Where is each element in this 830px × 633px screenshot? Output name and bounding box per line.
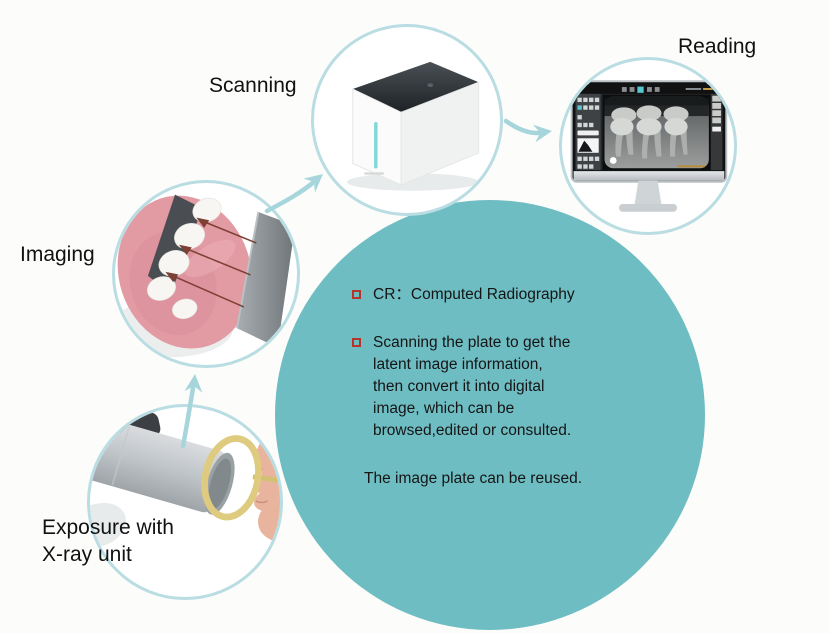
label-reading: Reading: [678, 35, 757, 58]
info-bullet1-text: CR：Computed Radiography: [373, 286, 575, 303]
scanning-step-circle: [311, 24, 503, 216]
aiming-ring: [201, 435, 262, 521]
scanner-top-face: [352, 61, 479, 113]
info-bullet-row-2: Scanning the plate to get the latent ima…: [352, 332, 612, 442]
scanner-illustration: [346, 61, 480, 191]
label-exposure: Exposure with X-ray unit: [42, 516, 174, 566]
info-note-text: The image plate can be reused.: [364, 470, 582, 487]
arrowhead-icon: [532, 124, 552, 143]
info-bullet-row-1: CR：Computed Radiography: [352, 284, 612, 306]
square-bullet-icon: [352, 290, 361, 299]
arrow-scanning-to-reading: [503, 118, 548, 136]
imaging-step-circle: [112, 180, 300, 368]
label-scanning: Scanning: [209, 74, 297, 97]
info-circle: [275, 200, 705, 630]
arrow-imaging-to-scanning: [264, 178, 318, 214]
xray-unit-illustration: [90, 410, 280, 548]
exposure-step-circle: [87, 404, 283, 600]
active-tool-icon: [637, 86, 644, 93]
arrowhead-icon: [184, 374, 203, 393]
scanner-button-icon: [427, 83, 434, 88]
teeth-row: [146, 197, 222, 320]
reading-step-circle: [559, 57, 737, 235]
scanner-led-strip-icon: [374, 121, 378, 169]
monitor-illustration: [570, 80, 728, 212]
alignment-arrows: [165, 217, 257, 308]
thumbnail-panel: [710, 93, 723, 171]
xray-cone: [90, 415, 235, 515]
info-block: CR：Computed Radiography Scanning the pla…: [352, 284, 612, 490]
label-imaging: Imaging: [20, 243, 95, 266]
square-bullet-icon: [352, 338, 361, 347]
dental-xray-image: [604, 96, 709, 169]
scanner-side-face: [400, 81, 480, 186]
info-bullet2-text: Scanning the plate to get the latent ima…: [373, 334, 572, 439]
monitor-base: [619, 203, 677, 212]
dental-model-illustration: [115, 194, 296, 358]
xray-sensor-plate: [236, 212, 296, 348]
slider-control: [577, 130, 599, 136]
monitor-stand: [634, 180, 662, 205]
